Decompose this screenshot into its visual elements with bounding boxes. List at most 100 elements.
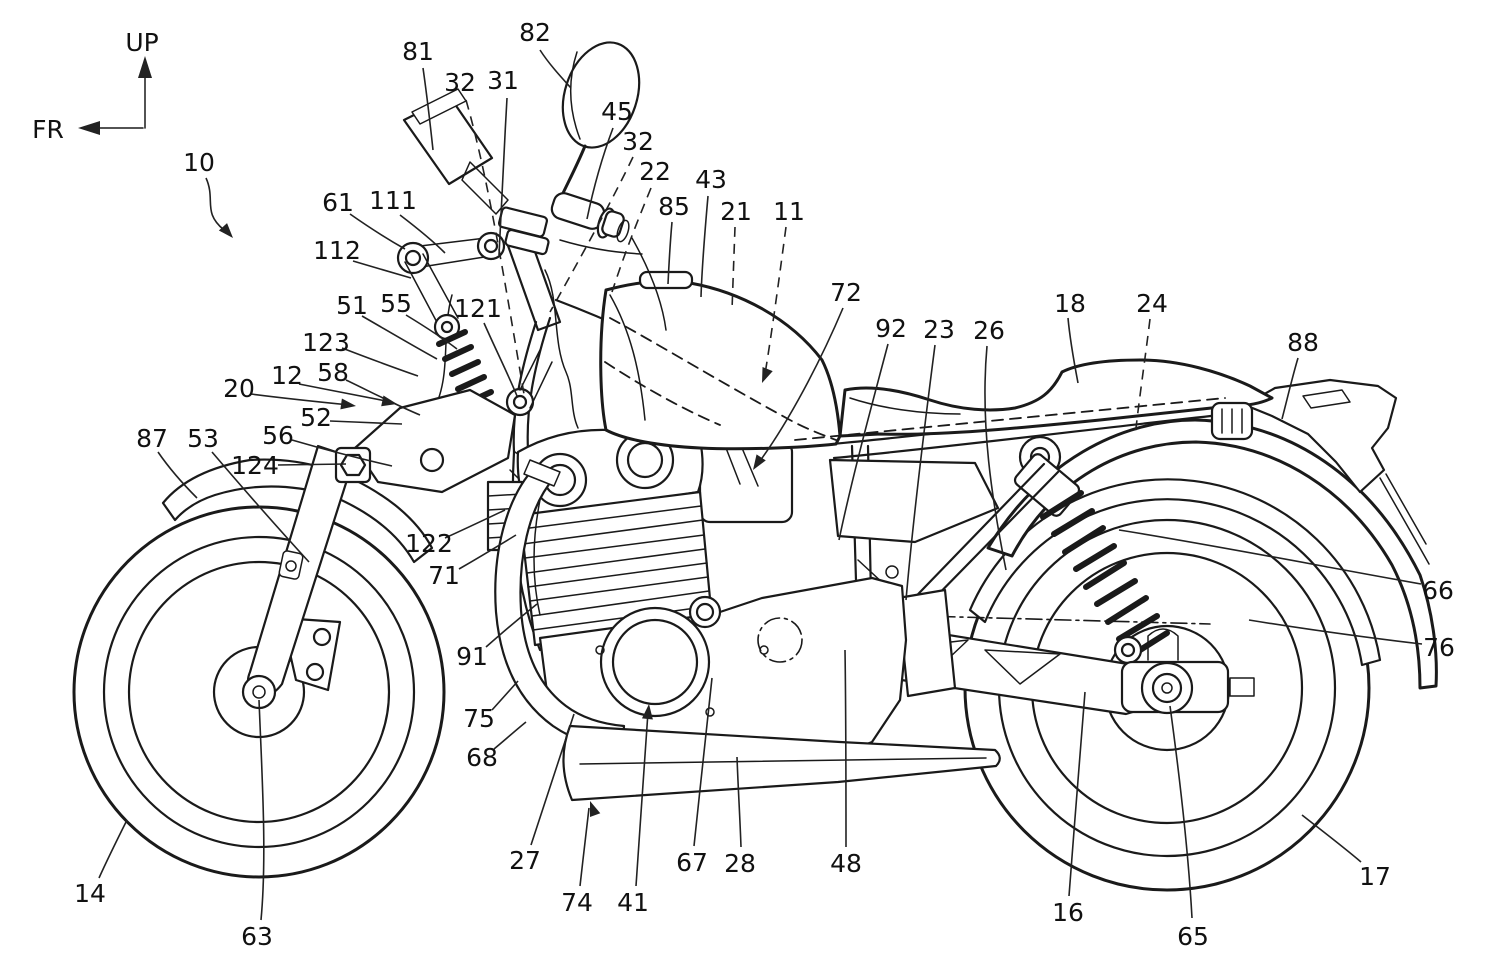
ref-number-text: 123 xyxy=(302,328,350,357)
ref-label-61-14: 61 xyxy=(322,188,406,250)
ref-number-text: 111 xyxy=(369,186,417,215)
leader-line xyxy=(250,393,351,406)
ref-number-text: 58 xyxy=(317,358,349,387)
ref-number-text: 45 xyxy=(601,97,633,126)
ref-label-55-18: 55 xyxy=(380,289,458,350)
ref-label-53-27: 53 xyxy=(187,424,310,563)
ref-label-85-11: 85 xyxy=(658,192,690,285)
ref-label-68-42: 68 xyxy=(466,721,527,772)
leader-line xyxy=(764,226,787,375)
ref-label-71-30: 71 xyxy=(428,534,517,590)
ref-label-10-2: 10 xyxy=(183,148,233,238)
ref-number-text: 20 xyxy=(223,374,255,403)
leader-line xyxy=(345,379,421,416)
leader-line xyxy=(756,307,844,466)
ref-number-text: 28 xyxy=(724,849,756,878)
ref-number-text: 22 xyxy=(639,157,671,186)
ref-label-63-53: 63 xyxy=(241,699,273,951)
leader-line xyxy=(205,177,225,231)
shock-spring xyxy=(1040,490,1170,660)
leader-line xyxy=(700,195,709,298)
ref-number-text: 122 xyxy=(405,529,453,558)
fuel-filler-cap xyxy=(638,270,694,290)
mudflap-stay xyxy=(1379,473,1430,565)
ref-number-text: 87 xyxy=(136,424,168,453)
engine xyxy=(486,428,908,764)
ref-number-text: 85 xyxy=(658,192,690,221)
brake-lever xyxy=(559,239,643,255)
brake-master-cylinder xyxy=(402,88,509,215)
leader-line xyxy=(361,315,438,360)
ref-number-text: 63 xyxy=(241,922,273,951)
ref-number-text: 72 xyxy=(830,278,862,307)
compass-arrows xyxy=(78,56,152,135)
ref-number-text: 92 xyxy=(875,314,907,343)
drive-sprocket xyxy=(757,617,803,663)
ref-label-41-45: 41 xyxy=(617,704,653,917)
ref-label-121-19: 121 xyxy=(454,294,518,397)
leader-line xyxy=(98,819,128,879)
ref-label-18-35: 18 xyxy=(1054,289,1086,384)
ref-label-17-51: 17 xyxy=(1301,814,1391,891)
leader-line xyxy=(1134,318,1151,438)
ref-label-87-26: 87 xyxy=(136,424,198,499)
leader-line xyxy=(693,677,713,847)
fuel-tank xyxy=(599,270,842,451)
ref-number-text: 71 xyxy=(428,561,460,590)
ref-number-text: 56 xyxy=(262,421,294,450)
ref-label-48-48: 48 xyxy=(830,649,862,878)
ref-number-text: 26 xyxy=(973,316,1005,345)
leader-line xyxy=(1301,814,1362,863)
ref-label-56-25: 56 xyxy=(262,421,393,467)
leader-line xyxy=(530,713,575,846)
link-plate xyxy=(353,388,517,494)
ref-label-124-28: 124 xyxy=(231,451,347,480)
ref-number-text: 55 xyxy=(380,289,412,318)
ref-number-text: 11 xyxy=(773,197,805,226)
ref-number-text: 48 xyxy=(830,849,862,878)
seat-bottom-line xyxy=(794,397,1226,441)
leader-line xyxy=(586,127,614,220)
leader-line xyxy=(458,534,517,570)
ref-label-58-22: 58 xyxy=(317,358,421,416)
ref-label-11-13: 11 xyxy=(762,197,805,383)
ref-number-text: 66 xyxy=(1422,576,1454,605)
leader-line xyxy=(422,67,434,151)
ref-number-text: 52 xyxy=(300,403,332,432)
ref-number-text: 53 xyxy=(187,424,219,453)
ref-number-text: 14 xyxy=(74,879,106,908)
ref-number-text: 68 xyxy=(466,743,498,772)
leader-arrowhead-icon xyxy=(218,223,233,238)
ref-number-text: 41 xyxy=(617,888,649,917)
ref-label-66-38: 66 xyxy=(1118,529,1454,605)
seat xyxy=(838,358,1274,441)
clutch-cover xyxy=(599,606,711,718)
leader-line xyxy=(277,463,347,466)
airbox xyxy=(698,440,794,524)
leader-line xyxy=(1068,691,1086,897)
ref-number-text: 21 xyxy=(720,197,752,226)
ref-label-21-12: 21 xyxy=(720,197,752,311)
ref-number-text: 18 xyxy=(1054,289,1086,318)
ref-label-76-39: 76 xyxy=(1248,619,1455,662)
ref-label-14-52: 14 xyxy=(74,819,128,908)
leader-line xyxy=(838,343,889,541)
leader-line xyxy=(736,756,742,848)
side-cover xyxy=(828,458,1000,544)
ref-label-23-33: 23 xyxy=(905,315,955,601)
leader-line xyxy=(498,97,508,256)
ref-number-text: 75 xyxy=(463,704,495,733)
leader-line xyxy=(1248,619,1423,645)
ref-label-67-46: 67 xyxy=(676,677,713,877)
up-arrow-icon xyxy=(138,56,152,78)
ref-number-text: 124 xyxy=(231,451,279,480)
ref-label-81-3: 81 xyxy=(402,37,434,151)
leader-line xyxy=(444,509,506,539)
leader-line xyxy=(352,260,412,279)
ref-label-51-17: 51 xyxy=(336,291,438,360)
ref-label-52-24: 52 xyxy=(300,403,403,432)
leader-arrowhead-icon xyxy=(589,801,601,817)
leader-line xyxy=(485,603,538,648)
